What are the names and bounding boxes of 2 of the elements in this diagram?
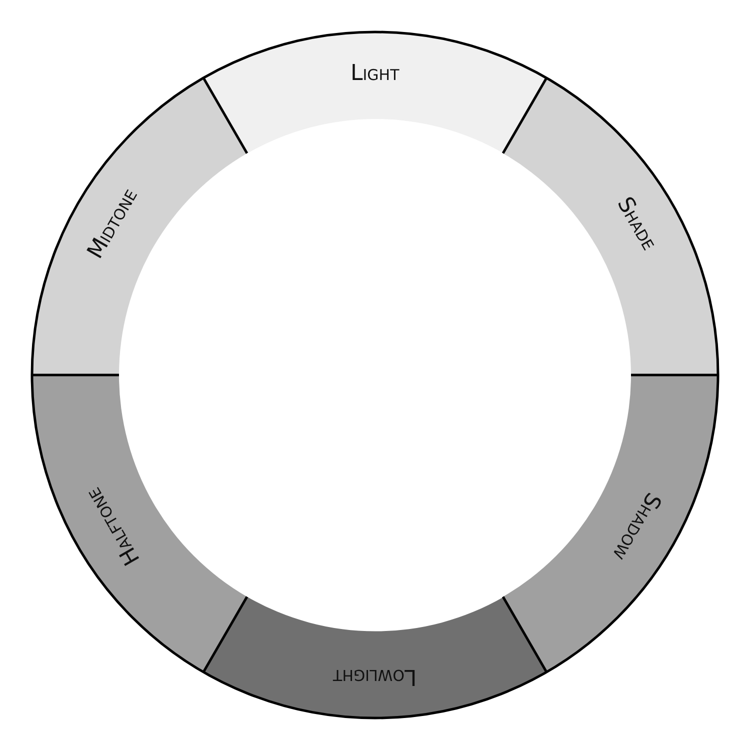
segment-label: Light — [350, 62, 400, 84]
segment-label: Lowlight — [333, 665, 417, 688]
